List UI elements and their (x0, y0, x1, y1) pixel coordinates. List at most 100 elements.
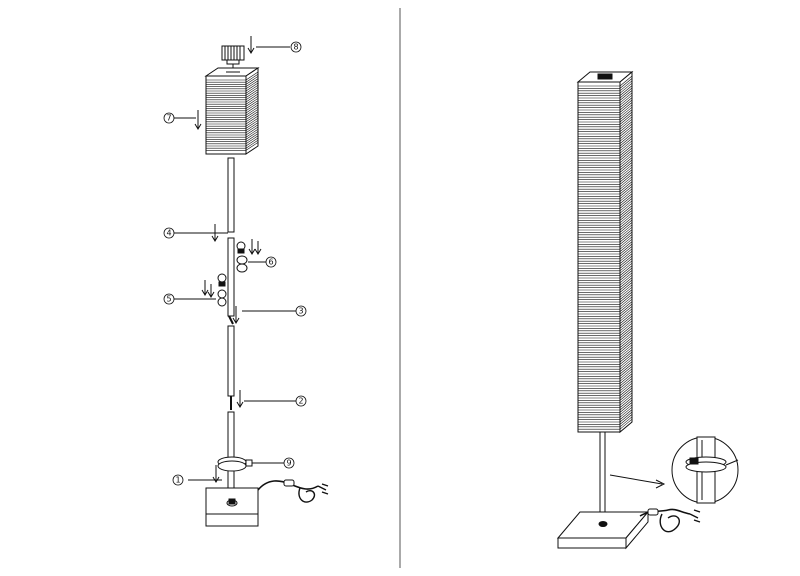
shade-stripe-side (619, 310, 633, 322)
shade-stripe-side (619, 346, 633, 358)
shade-stripe-side (245, 120, 259, 129)
shade-stripe-side (619, 116, 633, 128)
shade-stripe-side (619, 243, 633, 255)
tall-shade-stripes (578, 75, 633, 430)
shade-stripe-side (245, 87, 259, 96)
shade-stripe-side (619, 236, 633, 248)
shade-stripe-side (619, 198, 633, 209)
shade-stripe-side (619, 200, 633, 212)
shade-stripe-side (619, 308, 633, 320)
callout-2: 2 (298, 397, 303, 406)
shade-stripe-side (619, 82, 633, 94)
shade-stripe-side (619, 147, 633, 159)
shade-stripe-side (619, 313, 633, 324)
callout-7: 7 (166, 114, 171, 123)
arrow-2 (236, 390, 296, 408)
pole-middle (227, 237, 235, 317)
shade-stripe-side (619, 272, 633, 284)
shade-stripe-side (619, 260, 633, 272)
shade-stripe-side (619, 325, 633, 336)
shade-stripe-side (619, 99, 633, 111)
shade-stripe-side (619, 80, 633, 92)
inline-switch (283, 479, 295, 487)
arrow-4 (174, 224, 228, 242)
shade-stripe-side (619, 195, 633, 207)
shade-stripe-side (619, 315, 633, 327)
shade-stripe-side (619, 154, 633, 166)
shade-stripe-side (245, 122, 259, 131)
shade-stripe-side (245, 111, 259, 120)
shade-stripe-side (619, 94, 633, 106)
shade-stripe-side (619, 140, 633, 152)
shade-stripe-side (245, 98, 259, 107)
shade-stripe-side (619, 258, 633, 269)
shade-stripe-side (619, 274, 633, 286)
shade-stripe-side (245, 93, 259, 103)
shade-stripe-side (619, 366, 633, 377)
assembled-lamp (576, 70, 634, 434)
shade-stripe-side (619, 267, 633, 279)
callout-5: 5 (166, 295, 171, 304)
shade-stripe-side (619, 102, 633, 113)
shade-stripe-side (245, 139, 259, 149)
shade-stripe-side (619, 142, 633, 154)
shade-stripe-side (245, 78, 259, 87)
shade-stripe-side (619, 330, 633, 341)
shade-stripe-side (619, 150, 633, 161)
shade-stripe-side (619, 210, 633, 221)
shade-stripe-side (619, 138, 633, 149)
shade-stripe-side (619, 385, 633, 396)
shade-stripe-side (619, 378, 633, 389)
shade-stripe-side (619, 92, 633, 104)
callout-9: 9 (286, 459, 291, 468)
shade-stripe-side (619, 318, 633, 329)
shade-stripe-side (619, 109, 633, 120)
shade-stripe-side (619, 145, 633, 156)
shade-stripe-side (245, 109, 259, 118)
shade-stripe-side (619, 291, 633, 303)
shade-stripe-side (619, 135, 633, 147)
shade-stripe-side (619, 126, 633, 137)
exploded-view (174, 36, 329, 527)
shade-stripe-side (245, 128, 259, 138)
pole-top (227, 157, 235, 233)
shade-stripe-side (619, 279, 633, 291)
shade-stripe-side (619, 169, 633, 180)
shade-stripe-side (619, 253, 633, 264)
shade-stripe-side (619, 294, 633, 305)
shade-stripe-side (619, 334, 633, 346)
arrow-5 (174, 280, 216, 300)
shade-stripe-side (619, 231, 633, 243)
shade-stripe-side (245, 71, 259, 81)
shade-stripe-side (619, 390, 633, 401)
shade-stripe-side (619, 238, 633, 250)
callout-1: 1 (175, 476, 180, 485)
shade-stripe-side (619, 229, 633, 240)
shade-stripe-side (619, 207, 633, 219)
shade-stripe-side (619, 342, 633, 353)
detail-pointer (609, 474, 663, 485)
shade-stripe-side (619, 265, 633, 276)
shade-stripe-side (619, 282, 633, 293)
shade-stripe-side (619, 277, 633, 288)
assembled-lamp-lower (556, 431, 739, 550)
shade-stripe-side (619, 159, 633, 171)
shade-stripe-side (619, 78, 633, 89)
shade-stripe-side (619, 171, 633, 183)
shade-stripe-side (619, 382, 633, 394)
arrow-1 (188, 465, 222, 483)
shade-stripe-side (619, 301, 633, 312)
tall-shade-side (619, 70, 633, 434)
shade-stripe-side (245, 91, 259, 101)
shade-stripe-side (245, 142, 259, 151)
shade-stripe-side (619, 130, 633, 142)
shade-stripe-side (619, 183, 633, 195)
shade-stripe-side (619, 181, 633, 192)
shade-stripe-side (619, 234, 633, 245)
shade-stripe-side (245, 135, 259, 145)
shade-stripe-side (619, 380, 633, 392)
shade-stripe-side (619, 190, 633, 202)
shade-stripe-side (619, 373, 633, 384)
shade-stripe-side (619, 157, 633, 168)
